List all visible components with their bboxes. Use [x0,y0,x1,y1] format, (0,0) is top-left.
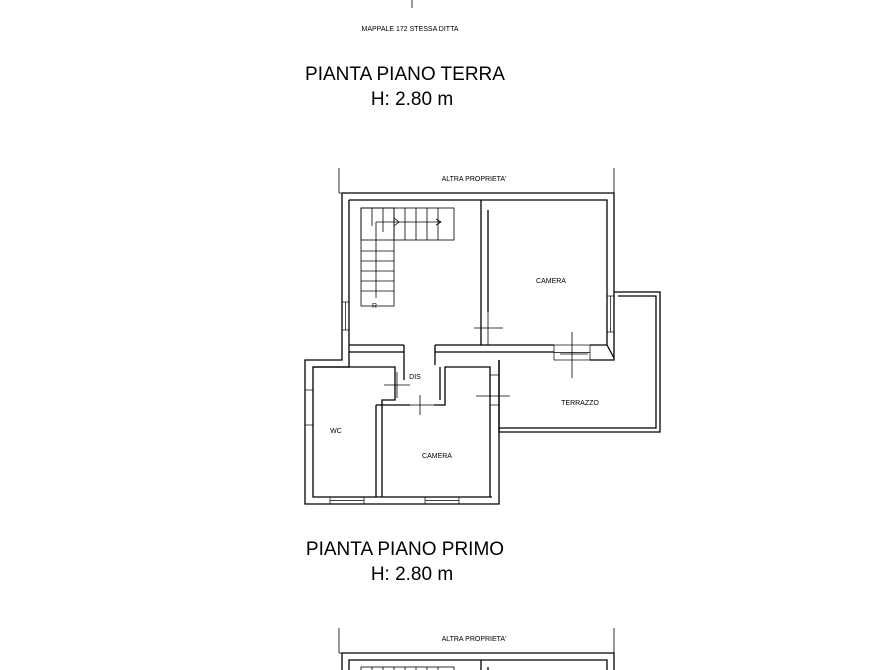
room-label-camera-top: CAMERA [536,278,566,285]
building-walls [304,192,661,505]
room-label-dis: DIS [409,374,421,381]
ground-floor-title: PIANTA PIANO TERRA [305,64,505,85]
first-floor-title: PIANTA PIANO PRIMO [306,539,504,560]
door-markers [384,312,588,415]
ground-floor-height: H: 2.80 m [371,89,453,110]
first-floor-neighbor-label: ALTRA PROPRIETA' [442,636,507,643]
neighbor-label: ALTRA PROPRIETA' [442,176,507,183]
room-label-wc: WC [330,428,342,435]
first-floor-height: H: 2.80 m [371,564,453,585]
first-floor-partial-plan [338,628,615,670]
room-label-terrazzo: TERRAZZO [561,400,599,407]
room-label-camera-bottom: CAMERA [422,453,452,460]
stair-mark: R [372,303,377,310]
mappale-note: MAPPALE 172 STESSA DITTA [362,26,459,33]
staircase [360,207,455,307]
